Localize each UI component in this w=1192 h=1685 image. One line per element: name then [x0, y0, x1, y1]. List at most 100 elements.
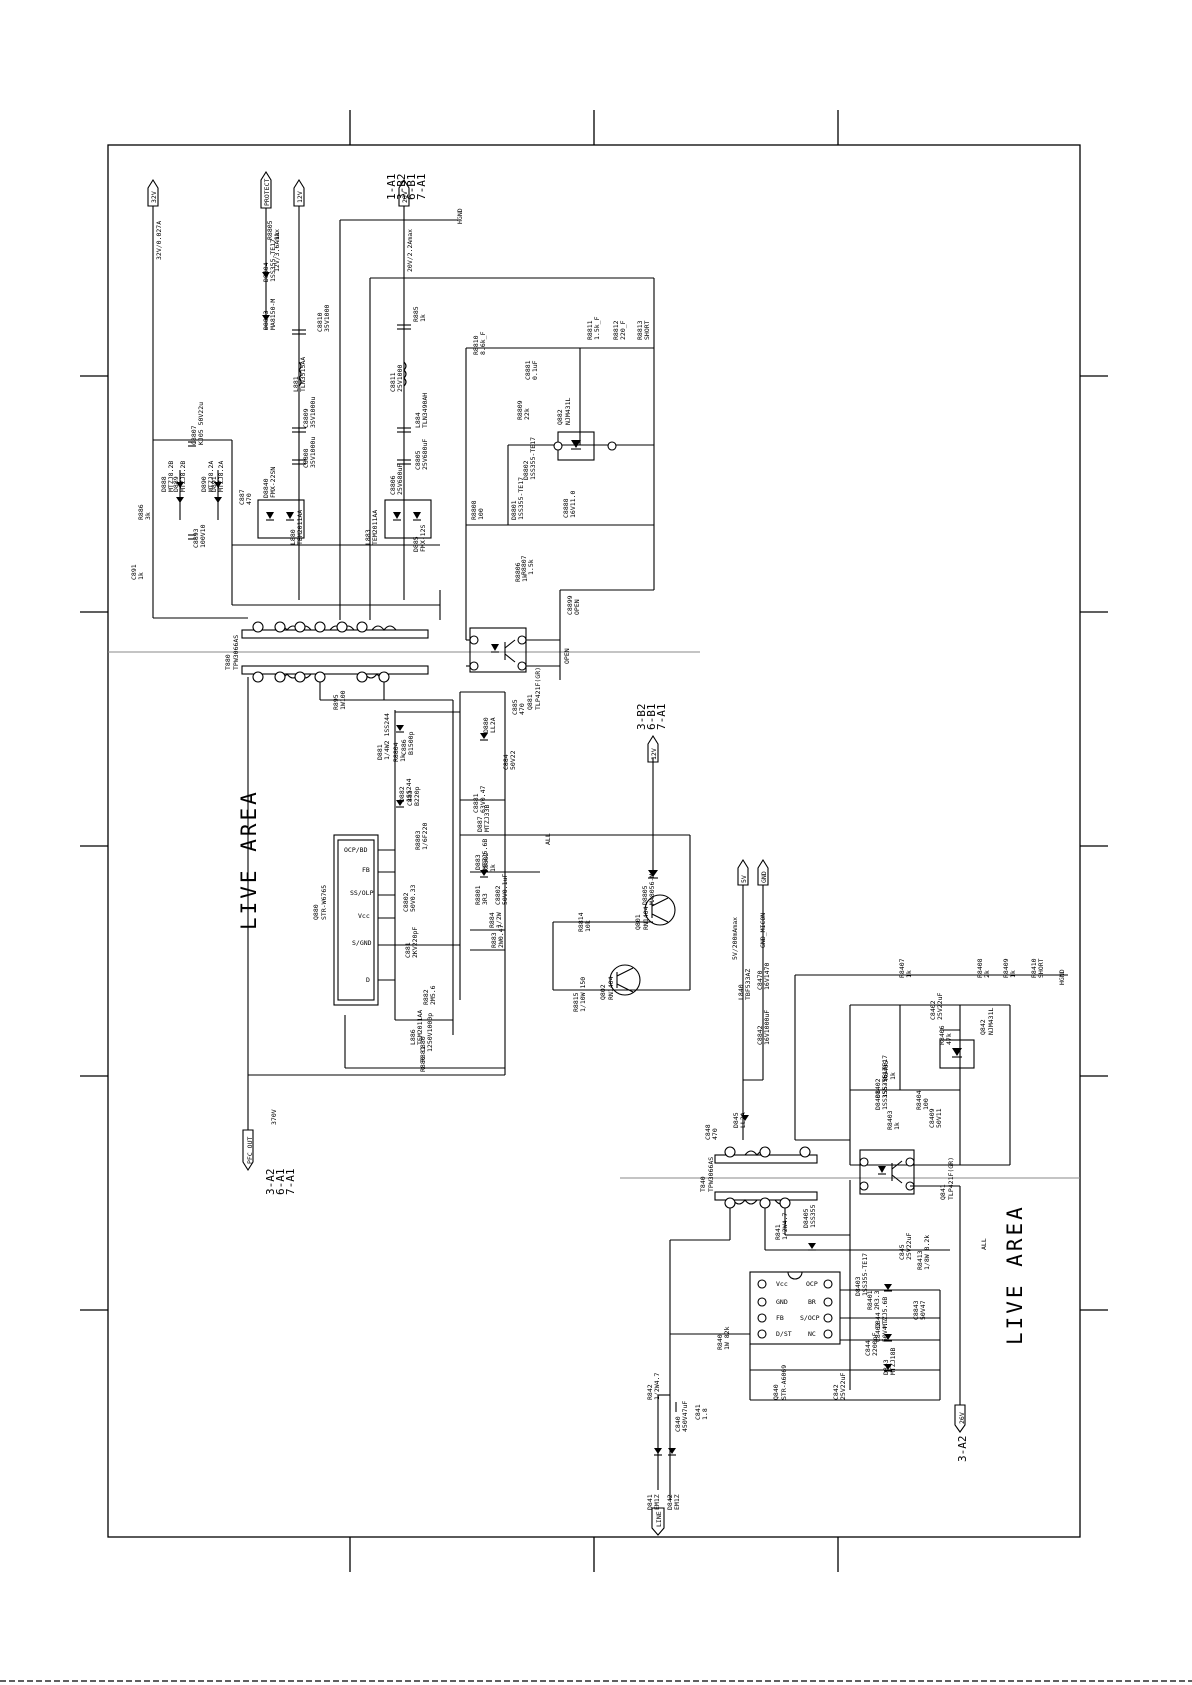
- component-ref: R8409: [1002, 958, 1010, 978]
- connector-protect: PROTECT: [260, 170, 272, 220]
- component-ref: R8403: [886, 1110, 894, 1130]
- transistor-q802: Q802 RN1404: [599, 964, 641, 1000]
- sheet-frame: [0, 110, 1192, 1682]
- component-ref: R8405: [882, 1060, 890, 1080]
- q801-part: RN1404: [642, 906, 650, 930]
- primary-diodes: [396, 725, 658, 879]
- transformer-t880: T880 TPW3066AS: [224, 621, 429, 683]
- component-ref: R885: [412, 306, 420, 322]
- component-ref: R8404: [915, 1090, 923, 1110]
- component-value: 35V1000: [323, 305, 331, 332]
- component-ref: D843: [882, 1359, 890, 1375]
- component-ref: D889: [172, 476, 180, 492]
- ref-block-mid: 3-B2 6-B1 7-A1: [635, 704, 668, 731]
- component-ref: C8811: [389, 372, 397, 392]
- ref-block-pfc: 3-A2 6-A1 7-A1: [264, 1169, 297, 1196]
- component-value: 16V11.0: [569, 491, 577, 518]
- live-area-label-upper: LIVE AREA: [237, 789, 261, 930]
- live-area-label-lower: LIVE AREA: [1003, 1204, 1027, 1345]
- component-ref: C884: [502, 754, 510, 770]
- component-value: SHORT: [643, 320, 651, 340]
- upper-secondary-wiring: [152, 219, 655, 680]
- ref-6-a1-pfc: 6-A1: [274, 1169, 287, 1196]
- q840-pin-br: BR: [808, 1298, 816, 1306]
- component-value: 0.1uF: [531, 360, 539, 380]
- component-ref: D8405: [802, 1208, 810, 1228]
- component-value: 1/6F220: [421, 823, 429, 850]
- note-370v: 370V: [270, 1109, 278, 1125]
- component-ref: C885: [511, 699, 519, 715]
- component-ref: R8408: [976, 958, 984, 978]
- component-ref: R8815: [572, 992, 580, 1012]
- component-value: 1k: [399, 754, 407, 762]
- component-ref: R8814: [577, 912, 585, 932]
- component-ref: R8413: [916, 1250, 924, 1270]
- component-value: 1250V1000p: [426, 1013, 434, 1052]
- q841-part: TLP421F(GR): [947, 1157, 955, 1200]
- component-ref: D841: [646, 1494, 654, 1510]
- component-ref: C8899: [566, 595, 574, 615]
- q880-pin-fb: FB: [362, 866, 370, 874]
- component-value: FMX-12S: [419, 525, 427, 552]
- ref-7-a1-mid: 7-A1: [655, 704, 668, 731]
- note-hgnd-top: HGND: [456, 208, 464, 224]
- component-value: 1.5k_F: [593, 316, 601, 340]
- component-ref: R883: [490, 932, 498, 948]
- component-ref: R840: [716, 1334, 724, 1350]
- component-value: 220_F: [619, 320, 627, 340]
- connector-line: LINE: [651, 1507, 665, 1536]
- component-ref: C8810: [316, 312, 324, 332]
- lower-primary-wiring: [657, 1180, 961, 1500]
- connector-20v: 20V: [398, 178, 410, 220]
- note-5v-current: 5V/200mAmax: [731, 917, 739, 960]
- component-ref: C842: [832, 1384, 840, 1400]
- component-value: 1.8: [701, 1408, 709, 1420]
- component-value: 8.6k_F: [479, 331, 487, 355]
- component-value: 1k: [889, 1072, 897, 1080]
- q842-part: NJM431L: [987, 1008, 995, 1035]
- component-value: B1500p: [407, 731, 415, 755]
- component-ref: C8802: [402, 892, 410, 912]
- component-ref: C8403: [874, 1322, 882, 1342]
- q842-ref: Q842: [979, 1019, 987, 1035]
- component-value: MTZJ33B: [483, 805, 491, 832]
- transformer-t840: T840 TPW3066AS: [699, 1146, 818, 1209]
- component-value: 47k: [945, 1033, 953, 1045]
- component-value: MA8150-M: [269, 299, 277, 330]
- component-ref: R8410: [1030, 958, 1038, 978]
- component-value: 470: [711, 1128, 719, 1140]
- component-value: 50V0.1uF: [501, 874, 509, 905]
- component-ref: D842: [666, 1494, 674, 1510]
- component-value: 16V1000uF: [763, 1010, 771, 1045]
- note-all-1: ALL: [544, 833, 552, 845]
- component-ref: C8893: [192, 528, 200, 548]
- lower-primary-diodes: [654, 1243, 892, 1456]
- q882-part: NJM431L: [564, 398, 572, 425]
- component-value: TEM2011AA: [416, 1010, 424, 1045]
- component-value: 1SS355: [809, 1204, 817, 1228]
- component-value: MTZJ8.2B: [179, 461, 187, 492]
- component-ref: D887: [476, 816, 484, 832]
- component-ref: C8805: [414, 450, 422, 470]
- component-value: 1W100: [339, 690, 347, 710]
- q840-pin-vcc: Vcc: [776, 1280, 788, 1288]
- component-ref: R8805: [266, 220, 274, 240]
- component-ref: C8881: [472, 793, 480, 813]
- component-value: 1W 82k: [723, 1326, 731, 1350]
- component-value: SHORT: [1037, 958, 1045, 978]
- q880-pin-ssolp: SS/OLP: [350, 889, 374, 897]
- component-value: MTZJ8.2A: [217, 461, 225, 492]
- q840-ref: Q840: [772, 1384, 780, 1400]
- component-value: 1k: [1009, 970, 1017, 978]
- component-value: 1k: [137, 572, 145, 580]
- component-value: 25V680uF: [396, 464, 404, 495]
- q880-pin-d: D: [366, 976, 370, 984]
- shunt-regulator-q882: Q882 NJM431L: [553, 398, 617, 461]
- component-ref: L881: [292, 376, 300, 392]
- component-ref: D8840: [262, 478, 270, 498]
- ref-3-b2-mid: 3-B2: [635, 704, 648, 731]
- component-ref: C8470: [756, 970, 764, 990]
- protect-diodes: [262, 220, 270, 330]
- component-value: 1k: [893, 1122, 901, 1130]
- q801-ref: Q801: [634, 914, 642, 930]
